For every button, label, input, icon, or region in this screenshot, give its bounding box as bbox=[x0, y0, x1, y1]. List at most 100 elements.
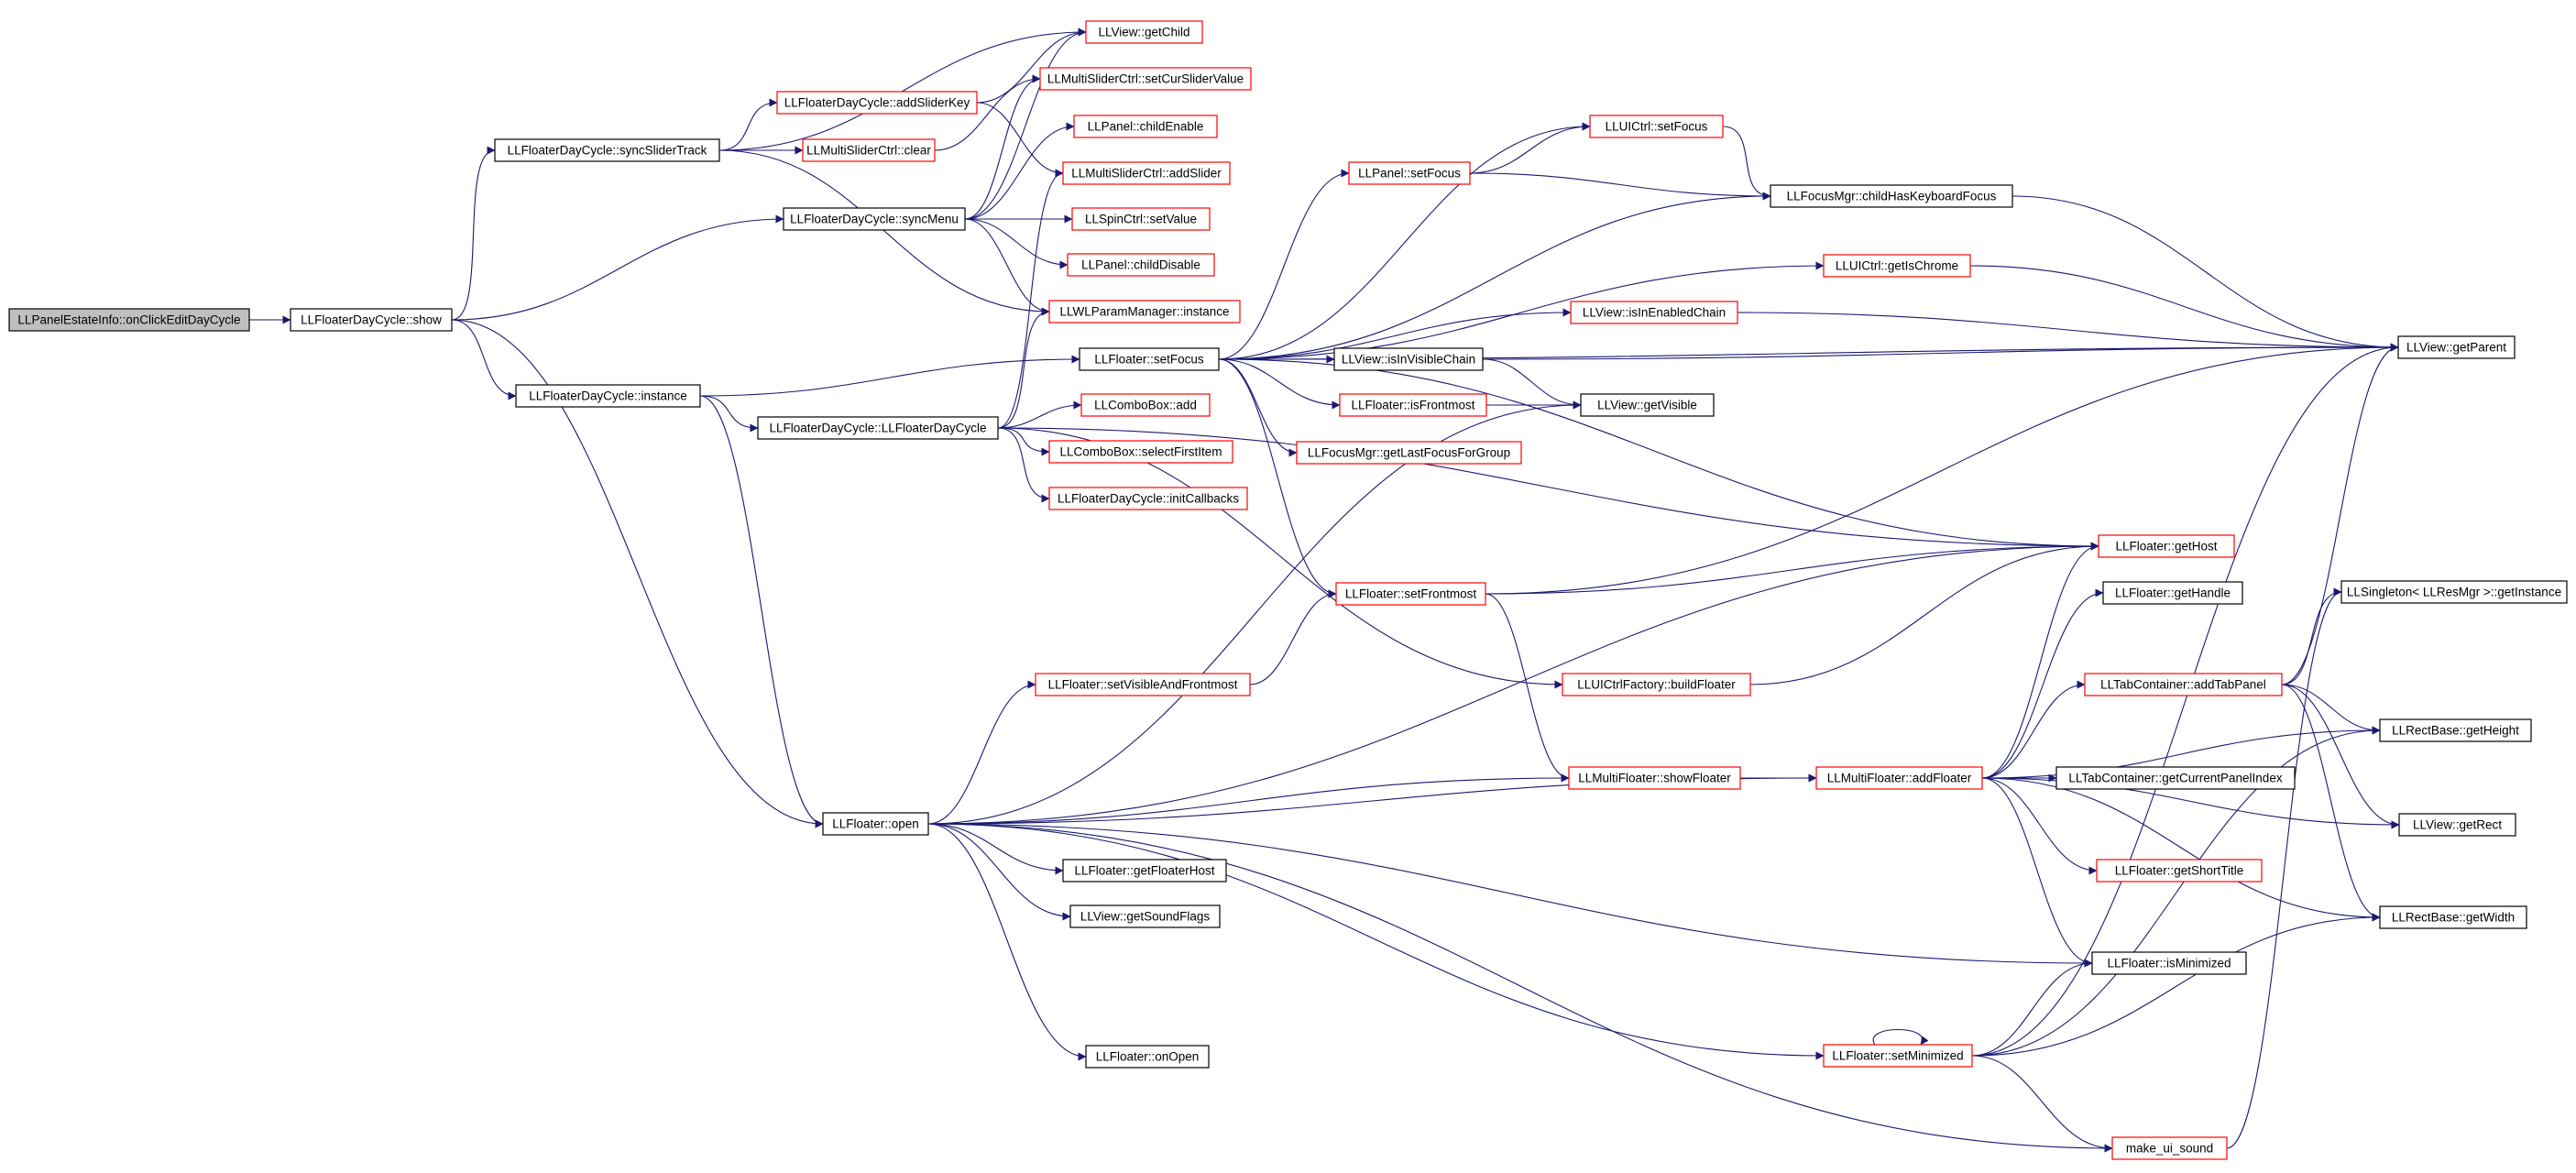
node-llfloaterdaycycle-syncmenu[interactable]: LLFloaterDayCycle::syncMenu bbox=[783, 207, 966, 231]
node-llrectbase-getheight[interactable]: LLRectBase::getHeight bbox=[2379, 718, 2532, 742]
node-llfloater-setfrontmost[interactable]: LLFloater::setFrontmost bbox=[1335, 582, 1486, 606]
node-llfloater-setminimized[interactable]: LLFloater::setMinimized bbox=[1823, 1044, 1973, 1068]
node-llpanel-setfocus[interactable]: LLPanel::setFocus bbox=[1348, 161, 1471, 185]
node-llsingleton-llresmgr-getinstance[interactable]: LLSingleton< LLResMgr >::getInstance bbox=[2340, 580, 2568, 604]
node-box bbox=[1570, 301, 1738, 324]
node-llpanel-childenable[interactable]: LLPanel::childEnable bbox=[1073, 115, 1218, 138]
node-box bbox=[1823, 254, 1971, 278]
node-llspinctrl-setvalue[interactable]: LLSpinCtrl::setValue bbox=[1071, 207, 1211, 231]
node-label: LLMultiSliderCtrl::clear bbox=[806, 144, 931, 158]
node-llfloater-open[interactable]: LLFloater::open bbox=[822, 812, 929, 836]
node-llview-getrect[interactable]: LLView::getRect bbox=[2398, 813, 2516, 837]
node-llview-getsoundflags[interactable]: LLView::getSoundFlags bbox=[1069, 904, 1221, 928]
edge-n39-n36 bbox=[1981, 680, 2086, 779]
node-llfloater-gethost[interactable]: LLFloater::getHost bbox=[2098, 534, 2235, 558]
edge-n15-n20 bbox=[1218, 169, 1350, 360]
node-llmultifloater-addfloater[interactable]: LLMultiFloater::addFloater bbox=[1815, 766, 1983, 790]
node-llmultifloater-showfloater[interactable]: LLMultiFloater::showFloater bbox=[1568, 766, 1741, 790]
edge-n39-n41 bbox=[1981, 777, 2400, 829]
node-llview-getvisible[interactable]: LLView::getVisible bbox=[1580, 393, 1715, 417]
node-lluictrl-getischrome[interactable]: LLUICtrl::getIsChrome bbox=[1823, 254, 1971, 278]
node-llcombobox-selectfirstitem[interactable]: LLComboBox::selectFirstItem bbox=[1048, 440, 1233, 464]
node-label: LLFloater::open bbox=[832, 817, 919, 831]
edge-n5-n27 bbox=[927, 400, 1582, 825]
edge-n16-n14 bbox=[997, 307, 1050, 429]
node-lltabcontainer-addtabpanel[interactable]: LLTabContainer::addTabPanel bbox=[2084, 673, 2283, 696]
node-make-ui-sound[interactable]: make_ui_sound bbox=[2111, 1136, 2228, 1160]
node-box bbox=[783, 207, 966, 231]
edge-n36-n33 bbox=[2281, 587, 2342, 685]
node-label: LLPanelEstateInfo::onClickEditDayCycle bbox=[17, 313, 240, 327]
edge-n3-n14 bbox=[964, 218, 1050, 316]
edge-n20-n22 bbox=[1469, 172, 1771, 201]
edge-n5-n48 bbox=[927, 823, 1825, 1060]
node-box bbox=[2098, 534, 2235, 558]
edge-n48-n29 bbox=[1971, 343, 2399, 1057]
node-label: LLView::isInEnabledChain bbox=[1583, 306, 1726, 320]
edge-n24-n29 bbox=[1737, 312, 2399, 352]
node-label: LLFloater::setFocus bbox=[1094, 353, 1204, 367]
node-label: LLComboBox::add bbox=[1094, 399, 1197, 412]
edge-n3-n8 bbox=[964, 74, 1041, 220]
node-llfloater-setvisibleandfrontmost[interactable]: LLFloater::setVisibleAndFrontmost bbox=[1035, 673, 1251, 696]
node-llfloaterdaycycle-instance[interactable]: LLFloaterDayCycle::instance bbox=[515, 384, 701, 408]
node-llfloaterdaycycle-initcallbacks[interactable]: LLFloaterDayCycle::initCallbacks bbox=[1048, 487, 1248, 510]
node-label: LLView::getRect bbox=[2413, 818, 2502, 832]
edge-n15-n21 bbox=[1218, 122, 1591, 360]
node-llfloater-getshorttitle[interactable]: LLFloater::getShortTitle bbox=[2096, 859, 2263, 882]
node-box bbox=[1296, 441, 1522, 465]
node-llview-getparent[interactable]: LLView::getParent bbox=[2397, 335, 2516, 359]
node-box bbox=[1568, 766, 1741, 790]
node-lluictrl-setfocus[interactable]: LLUICtrl::setFocus bbox=[1589, 115, 1724, 138]
node-llmultisliderctrl-addslider[interactable]: LLMultiSliderCtrl::addSlider bbox=[1062, 161, 1231, 185]
node-box bbox=[1080, 393, 1211, 417]
node-llfocusmgr-getlastfocusforgroup[interactable]: LLFocusMgr::getLastFocusForGroup bbox=[1296, 441, 1522, 465]
node-llmultisliderctrl-clear[interactable]: LLMultiSliderCtrl::clear bbox=[802, 138, 936, 162]
node-llfloater-onopen[interactable]: LLFloater::onOpen bbox=[1085, 1045, 1210, 1069]
node-box bbox=[2091, 951, 2247, 975]
node-llcombobox-add[interactable]: LLComboBox::add bbox=[1080, 393, 1211, 417]
node-box bbox=[2084, 673, 2283, 696]
node-llpanel-childdisable[interactable]: LLPanel::childDisable bbox=[1067, 253, 1215, 277]
edge-n36-n29 bbox=[2281, 343, 2399, 685]
node-llwlparammanager-instance[interactable]: LLWLParamManager::instance bbox=[1048, 300, 1241, 323]
node-label: LLMultiFloater::showFloater bbox=[1578, 772, 1731, 785]
node-llfloaterdaycycle-syncslidertrack[interactable]: LLFloaterDayCycle::syncSliderTrack bbox=[494, 138, 720, 162]
node-llview-isinenabledchain[interactable]: LLView::isInEnabledChain bbox=[1570, 301, 1738, 324]
node-lltabcontainer-getcurrentpanelindex[interactable]: LLTabContainer::getCurrentPanelIndex bbox=[2055, 766, 2296, 790]
node-label: LLUICtrl::setFocus bbox=[1606, 120, 1708, 134]
edge-n5-n34 bbox=[927, 680, 1036, 825]
node-llfloaterdaycycle-show[interactable]: LLFloaterDayCycle::show bbox=[290, 308, 453, 332]
node-box bbox=[290, 308, 453, 332]
node-llrectbase-getwidth[interactable]: LLRectBase::getWidth bbox=[2379, 905, 2527, 929]
node-box bbox=[776, 91, 978, 115]
node-llfocusmgr-childhaskeyboardfocus[interactable]: LLFocusMgr::childHasKeyboardFocus bbox=[1770, 184, 2013, 208]
edge-n5-n43 bbox=[927, 823, 1071, 921]
node-lluictrlfactory-buildfloater[interactable]: LLUICtrlFactory::buildFloater bbox=[1562, 673, 1751, 696]
node-llfloater-isminimized[interactable]: LLFloater::isMinimized bbox=[2091, 951, 2247, 975]
edge-n48-n46 bbox=[1971, 959, 2093, 1057]
node-llview-isinvisiblechain[interactable]: LLView::isInVisibleChain bbox=[1333, 347, 1484, 371]
node-llpanelestateinfo-onclickeditdaycycle: LLPanelEstateInfo::onClickEditDayCycle bbox=[8, 308, 250, 332]
node-llfloater-isfrontmost[interactable]: LLFloater::isFrontmost bbox=[1339, 393, 1487, 417]
node-llfloater-setfocus[interactable]: LLFloater::setFocus bbox=[1079, 347, 1220, 371]
edge-n20-n21 bbox=[1469, 122, 1591, 174]
edge-n49-n33 bbox=[2226, 587, 2342, 1149]
node-llfloater-getfloaterhost[interactable]: LLFloater::getFloaterHost bbox=[1062, 859, 1227, 882]
edge-n39-n32 bbox=[1981, 588, 2104, 779]
node-box bbox=[1580, 393, 1715, 417]
node-box bbox=[1815, 766, 1983, 790]
edge-n15-n24 bbox=[1218, 308, 1572, 360]
node-llfloaterdaycycle-llfloaterdaycycle[interactable]: LLFloaterDayCycle::LLFloaterDayCycle bbox=[757, 416, 999, 440]
node-llview-getchild[interactable]: LLView::getChild bbox=[1085, 20, 1203, 44]
edge-n23-n29 bbox=[1969, 265, 2399, 352]
node-llfloaterdaycycle-addsliderkey[interactable]: LLFloaterDayCycle::addSliderKey bbox=[776, 91, 978, 115]
node-llmultisliderctrl-setcurslidervalue[interactable]: LLMultiSliderCtrl::setCurSliderValue bbox=[1039, 67, 1252, 91]
edge-n39-n31 bbox=[1981, 542, 2099, 779]
node-label: LLWLParamManager::instance bbox=[1059, 305, 1229, 319]
node-llfloater-gethandle[interactable]: LLFloater::getHandle bbox=[2102, 581, 2243, 605]
node-label: LLPanel::setFocus bbox=[1358, 167, 1461, 181]
node-label: LLSingleton< LLResMgr >::getInstance bbox=[2347, 586, 2561, 599]
node-label: LLComboBox::selectFirstItem bbox=[1059, 445, 1222, 459]
